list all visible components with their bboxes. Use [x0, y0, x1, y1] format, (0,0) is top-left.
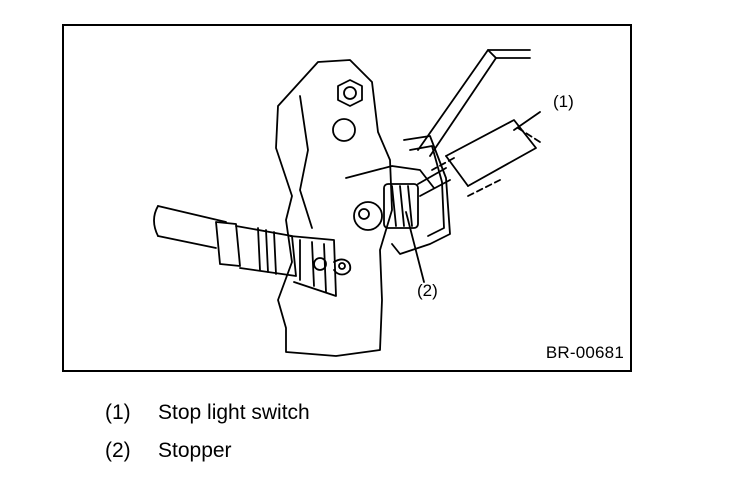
pivot-hole	[332, 118, 356, 142]
pedal-lever	[275, 59, 393, 357]
callout-label-2: (2)	[417, 281, 438, 300]
figure-code: BR-00681	[545, 343, 624, 362]
legend-item: (1) Stop light switch	[105, 402, 310, 440]
switch-bracket	[391, 135, 451, 255]
legend-item-text: Stopper	[158, 439, 232, 462]
stopper	[353, 183, 419, 231]
callout-label-1: (1)	[553, 92, 574, 111]
pedal-arm	[417, 49, 531, 157]
legend-item: (2) Stopper	[105, 440, 310, 478]
legend: (1) Stop light switch (2) Stopper	[105, 402, 310, 478]
callout-1-leader	[513, 111, 541, 131]
push-rod	[153, 205, 352, 297]
callout-2-leader	[405, 211, 425, 283]
legend-item-number: (2)	[105, 439, 131, 462]
stop-light-switch	[417, 119, 541, 197]
legend-item-number: (1)	[105, 401, 131, 424]
legend-item-text: Stop light switch	[158, 401, 310, 424]
mounting-bolt	[337, 79, 363, 107]
